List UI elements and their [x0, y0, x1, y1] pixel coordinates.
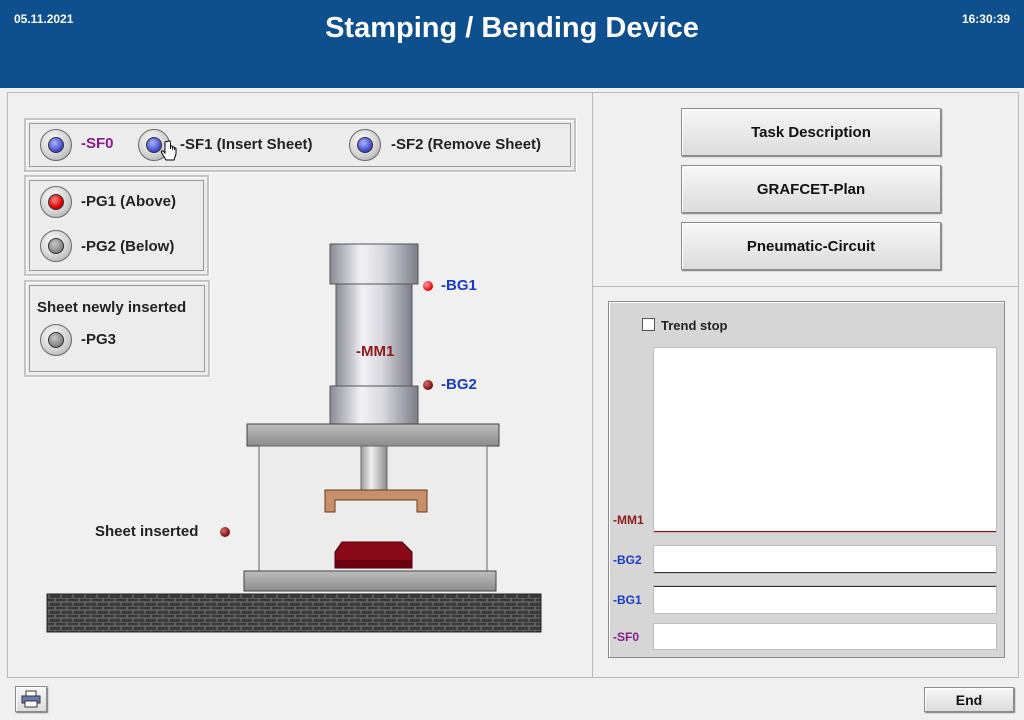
sf1-button-core [146, 137, 162, 153]
bottom-plate [243, 570, 497, 592]
date-display: 05.11.2021 [14, 12, 74, 26]
trend-sf0-label: -SF0 [613, 630, 640, 644]
trend-bg2-label: -BG2 [613, 553, 642, 567]
ground-base [46, 593, 542, 633]
pg1-lamp [40, 186, 72, 218]
pg3-lamp-core [48, 332, 64, 348]
pg3-label: -PG3 [81, 331, 117, 348]
task-description-button[interactable]: Task Description [681, 108, 941, 156]
cylinder-mm1 [329, 243, 419, 425]
sheet-inserted-sensor [220, 527, 230, 537]
sf1-label: -SF1 (Insert Sheet) [180, 136, 313, 153]
grafcet-plan-button[interactable]: GRAFCET-Plan [681, 165, 941, 213]
pg1-lamp-core [48, 194, 64, 210]
mm1-trend-line [654, 531, 996, 532]
trend-stop-checkbox[interactable] [642, 318, 655, 331]
bg1-sensor [423, 281, 433, 291]
main-frame [7, 92, 1019, 678]
trend-stop-label: Trend stop [661, 318, 728, 333]
sheet-lamp-group-frame [29, 285, 205, 372]
die-base [335, 560, 412, 568]
horizontal-divider [592, 286, 1019, 287]
trend-bg1-label: -BG1 [613, 593, 642, 607]
switch-group-frame [29, 123, 571, 167]
vertical-divider [592, 92, 593, 678]
position-lamp-group-frame [29, 180, 204, 271]
piston-rod [360, 445, 388, 491]
pg1-label: -PG1 (Above) [81, 193, 177, 210]
header-bar: 05.11.2021 Stamping / Bending Device 16:… [0, 0, 1024, 88]
trend-mm1-label: -MM1 [613, 513, 644, 527]
pneumatic-circuit-button[interactable]: Pneumatic-Circuit [681, 222, 941, 270]
pg3-lamp [40, 324, 72, 356]
sheet-inserted-label: Sheet inserted [95, 523, 199, 540]
trend-chart-sf0 [653, 623, 997, 650]
printer-icon [21, 690, 41, 708]
pg2-label: -PG2 (Below) [81, 238, 175, 255]
bending-tool [324, 489, 428, 513]
sf0-label: -SF0 [81, 135, 114, 152]
sf2-button[interactable] [349, 129, 381, 161]
sheet-newly-inserted-label: Sheet newly inserted [37, 299, 187, 316]
bg1-label: -BG1 [441, 277, 477, 294]
mm1-label: -MM1 [356, 343, 395, 360]
page-title: Stamping / Bending Device [325, 12, 699, 44]
switch-group [24, 118, 576, 172]
bg2-trend-line [654, 572, 996, 573]
hand-cursor-icon [160, 140, 177, 161]
bg1-trend-line [654, 586, 996, 587]
bg2-label: -BG2 [441, 376, 477, 393]
trend-chart-bg1 [653, 585, 997, 614]
sf2-button-core [357, 137, 373, 153]
stamping-machine-graphic [46, 243, 542, 633]
top-plate [246, 423, 500, 447]
sf0-button[interactable] [40, 129, 72, 161]
end-button[interactable]: End [924, 687, 1014, 712]
bg2-sensor [423, 380, 433, 390]
time-display: 16:30:39 [961, 12, 1010, 26]
pg2-lamp [40, 230, 72, 262]
pg2-lamp-core [48, 238, 64, 254]
sf0-button-core [48, 137, 64, 153]
trend-panel: Trend stop -MM1 -BG2 -BG1 -SF0 [608, 301, 1005, 658]
sf2-label: -SF2 (Remove Sheet) [391, 136, 542, 153]
trend-chart-mm1 [653, 347, 997, 533]
trend-chart-bg2 [653, 545, 997, 574]
print-button[interactable] [15, 686, 47, 712]
